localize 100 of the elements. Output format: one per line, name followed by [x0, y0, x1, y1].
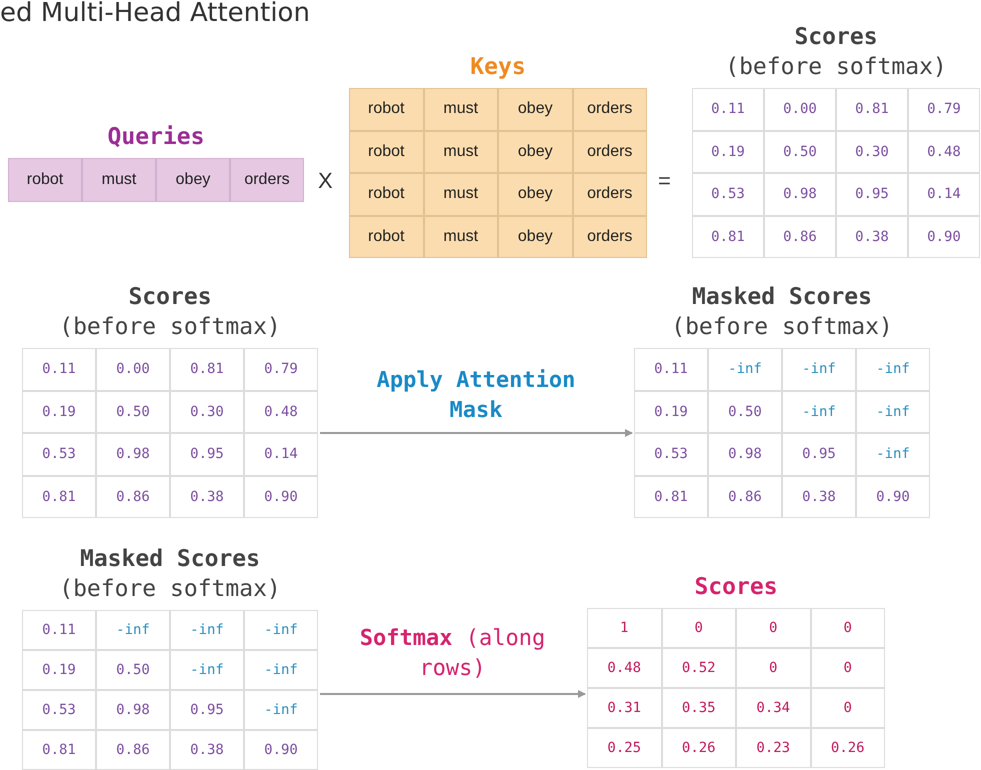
- matrix-cell: obey: [498, 130, 572, 173]
- matrix-title: Queries: [106, 123, 206, 152]
- matrix-cell: orders: [230, 158, 304, 202]
- matrix-cell: 0.86: [96, 476, 170, 518]
- matrix-cell: 0: [736, 648, 810, 688]
- matrix-cell: must: [424, 130, 498, 173]
- arrow: [320, 429, 633, 437]
- matrix-cell: 0.38: [836, 216, 908, 258]
- matrix-cell: 0.19: [692, 130, 764, 173]
- matrix-cell: 0.81: [836, 88, 908, 130]
- matrix-cell: 0.95: [836, 173, 908, 216]
- matrix-cell: 0.11: [22, 348, 96, 390]
- matrix-cell: 0.79: [244, 348, 318, 390]
- matrix-cell: 0.53: [22, 433, 96, 476]
- operator-sign: =: [658, 168, 671, 194]
- matrix-cell: 0.95: [170, 433, 244, 476]
- matrix-cell: 0.81: [170, 348, 244, 390]
- matrix-cell: 0.98: [96, 433, 170, 476]
- matrix-cell: 0: [662, 608, 736, 648]
- matrix-cell: robot: [349, 173, 424, 216]
- matrix-cell: 0.50: [96, 650, 170, 690]
- matrix-cell: 0.14: [244, 433, 318, 476]
- matrix-subtitle: (before softmax): [724, 53, 948, 82]
- matrix-cell: robot: [349, 88, 424, 130]
- matrix-cell: 0.38: [170, 730, 244, 770]
- matrix-title: Scores: [693, 573, 779, 602]
- matrix-cell: 0.98: [764, 173, 836, 216]
- matrix-cell: -inf: [782, 348, 856, 390]
- matrix-cell: 0.81: [22, 476, 96, 518]
- matrix-subtitle: (before softmax): [58, 313, 282, 342]
- arrow: [320, 690, 586, 698]
- matrix-cell: 0.38: [782, 476, 856, 518]
- matrix-cell: 0.81: [634, 476, 708, 518]
- matrix-cell: must: [82, 158, 156, 202]
- matrix-cell: 0: [810, 688, 885, 728]
- matrix-cell: 0.95: [782, 433, 856, 476]
- matrix-cell: 0.50: [708, 390, 782, 433]
- matrix-cell: 0.86: [708, 476, 782, 518]
- matrix-cell: 0.14: [908, 173, 980, 216]
- matrix-cell: 0.53: [634, 433, 708, 476]
- matrix-cell: orders: [572, 216, 647, 258]
- matrix-cell: robot: [349, 130, 424, 173]
- matrix-cell: 0.31: [587, 688, 662, 728]
- matrix-cell: 0.30: [836, 130, 908, 173]
- matrix-cell: must: [424, 216, 498, 258]
- matrix-cell: 0.79: [908, 88, 980, 130]
- matrix-cell: -inf: [96, 610, 170, 650]
- matrix-cell: -inf: [244, 610, 318, 650]
- matrix-cell: 0.00: [96, 348, 170, 390]
- matrix-cell: 0.35: [662, 688, 736, 728]
- matrix-cell: -inf: [856, 348, 930, 390]
- matrix-cell: robot: [349, 216, 424, 258]
- matrix-cell: -inf: [708, 348, 782, 390]
- matrix-cell: 0.00: [764, 88, 836, 130]
- matrix-cell: 0.98: [96, 690, 170, 730]
- matrix-cell: orders: [572, 88, 647, 130]
- matrix-cell: 0.86: [764, 216, 836, 258]
- matrix-cell: must: [424, 173, 498, 216]
- matrix-title: Masked Scores: [690, 283, 873, 312]
- matrix-cell: 0.95: [170, 690, 244, 730]
- matrix-cell: 0.52: [662, 648, 736, 688]
- matrix-cell: 0: [810, 648, 885, 688]
- matrix-cell: 0.50: [96, 390, 170, 433]
- matrix-cell: 0.19: [22, 650, 96, 690]
- matrix-cell: 0.53: [22, 690, 96, 730]
- matrix-cell: 0.53: [692, 173, 764, 216]
- matrix-cell: 0.48: [908, 130, 980, 173]
- matrix-cell: 0.81: [22, 730, 96, 770]
- matrix-cell: 0.34: [736, 688, 810, 728]
- matrix-cell: -inf: [244, 650, 318, 690]
- matrix-cell: 0: [810, 608, 885, 648]
- matrix-cell: -inf: [244, 690, 318, 730]
- matrix-cell: 0.90: [244, 730, 318, 770]
- matrix-cell: 0.90: [856, 476, 930, 518]
- matrix-cell: 0.38: [170, 476, 244, 518]
- matrix-cell: 0.98: [708, 433, 782, 476]
- matrix-cell: -inf: [170, 610, 244, 650]
- matrix-cell: 0.90: [908, 216, 980, 258]
- matrix-cell: 0.26: [662, 728, 736, 768]
- matrix-cell: 0.19: [22, 390, 96, 433]
- matrix-cell: orders: [572, 130, 647, 173]
- matrix-cell: 0.11: [692, 88, 764, 130]
- matrix-cell: obey: [498, 88, 572, 130]
- matrix-cell: 0.81: [692, 216, 764, 258]
- matrix-cell: 0.11: [634, 348, 708, 390]
- matrix-cell: must: [424, 88, 498, 130]
- matrix-title: Keys: [469, 53, 527, 82]
- matrix-title: Scores: [127, 283, 213, 312]
- matrix-subtitle: (before softmax): [58, 575, 282, 604]
- matrix-cell: 0.19: [634, 390, 708, 433]
- matrix-cell: 0.48: [587, 648, 662, 688]
- matrix-cell: 0.48: [244, 390, 318, 433]
- matrix-cell: 0.90: [244, 476, 318, 518]
- matrix-cell: obey: [498, 173, 572, 216]
- matrix-cell: 0.26: [810, 728, 885, 768]
- matrix-cell: 0: [736, 608, 810, 648]
- diagram-title: ed Multi-Head Attention: [0, 0, 310, 28]
- matrix-cell: 1: [587, 608, 662, 648]
- matrix-cell: -inf: [170, 650, 244, 690]
- matrix-cell: 0.11: [22, 610, 96, 650]
